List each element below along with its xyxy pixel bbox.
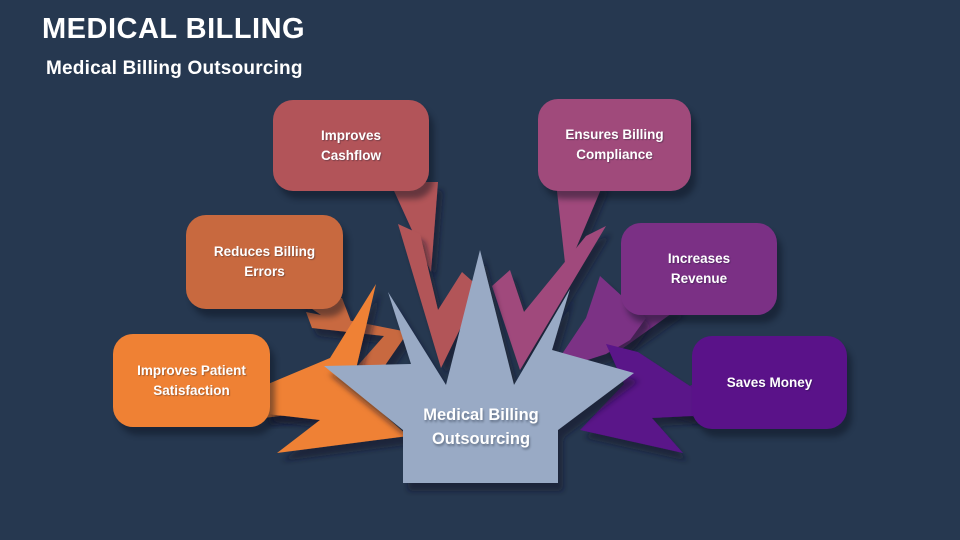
- revenue-bubble-tail: [612, 306, 682, 356]
- billing-errors-arrow: [306, 312, 408, 390]
- page-title: MEDICAL BILLING: [42, 13, 306, 45]
- bubble-ensures-billing-compliance: Ensures Billing Compliance: [538, 99, 691, 191]
- bubble-improves-cashflow: Improves Cashflow: [273, 100, 429, 191]
- bubble-reduces-billing-errors: Reduces Billing Errors: [186, 215, 343, 309]
- bubble-saves-money: Saves Money: [692, 336, 847, 429]
- center-starburst: [324, 250, 634, 483]
- center-label: Medical Billing Outsourcing: [423, 406, 539, 448]
- bubble-label: Ensures Billing Compliance: [565, 127, 664, 162]
- bubble-label: Improves Patient Satisfaction: [137, 362, 246, 398]
- bubble-label: Increases Revenue: [667, 251, 731, 286]
- bubble-increases-revenue: Increases Revenue: [621, 223, 777, 315]
- bubble-label: Saves Money: [726, 374, 813, 390]
- cashflow-arrow: [398, 224, 480, 368]
- bubble-label: Reduces Billing Errors: [213, 244, 316, 279]
- bubble-improves-patient-satisfaction: Improves Patient Satisfaction: [113, 334, 270, 427]
- page-subtitle: Medical Billing Outsourcing: [46, 58, 303, 79]
- cashflow-bubble-tail: [390, 182, 438, 272]
- bubble-label: Improves Cashflow: [320, 127, 382, 163]
- saves-money-arrow: [580, 344, 693, 453]
- compliance-arrow: [492, 226, 606, 370]
- compliance-bubble-tail: [556, 182, 604, 272]
